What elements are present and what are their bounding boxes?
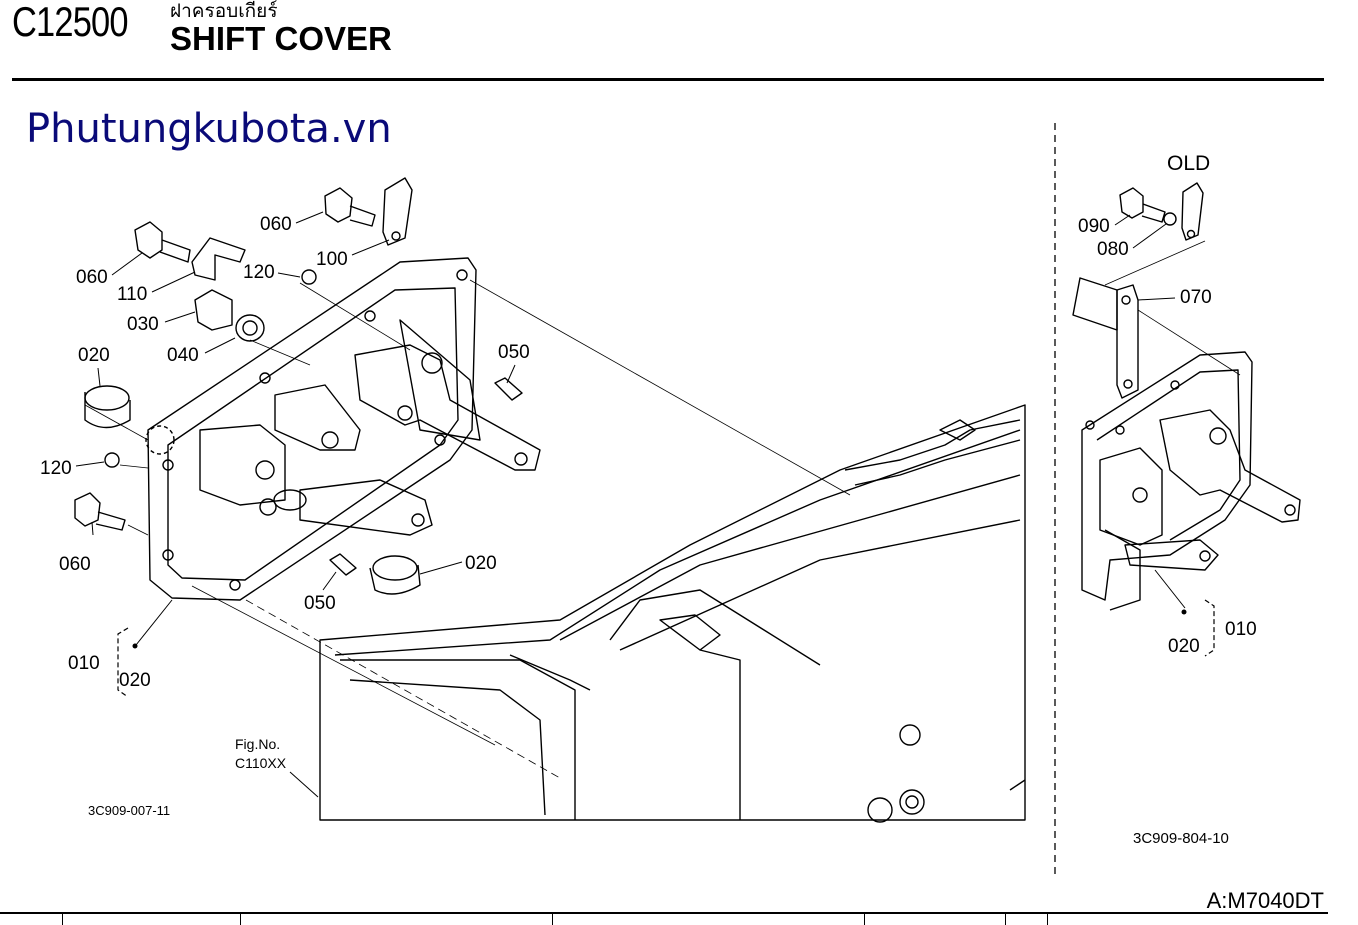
callout-bracket-main <box>117 627 129 698</box>
transmission-case <box>319 404 1026 821</box>
callout-050-upper: 050 <box>498 342 530 363</box>
table-column-divider <box>240 912 241 925</box>
callout-070: 070 <box>1180 287 1212 308</box>
shift-fork-middle <box>274 384 361 451</box>
plug-030 <box>194 289 233 331</box>
callout-090: 090 <box>1078 216 1110 237</box>
watermark: Phutungkubota.vn <box>26 106 392 152</box>
page-title: SHIFT COVER <box>170 20 392 57</box>
fig-ref-code: C110XX <box>235 755 287 771</box>
callout-020-old: 020 <box>1168 636 1200 657</box>
shift-fork-lower <box>199 424 286 506</box>
nut-120-lower <box>104 452 120 468</box>
callout-060-upper: 060 <box>76 267 108 288</box>
callout-labels-old: OLD 090 080 070 010 020 3C909-804-10 <box>1078 152 1257 847</box>
old-clamp <box>1181 182 1204 241</box>
callout-040: 040 <box>167 345 199 366</box>
old-assembly-drawing <box>1072 182 1301 611</box>
callout-020-upper: 020 <box>78 345 110 366</box>
callout-080: 080 <box>1097 239 1129 260</box>
callout-110: 110 <box>117 284 147 305</box>
bolt-060-upper <box>134 221 191 263</box>
main-assembly-drawing <box>74 177 1026 823</box>
callout-030: 030 <box>127 314 159 335</box>
callout-060-top: 060 <box>260 214 292 235</box>
title-thai: ฝาครอบเกียร์ <box>170 1 278 22</box>
case-boss <box>659 614 721 651</box>
callout-100: 100 <box>316 249 348 270</box>
pin-050-upper <box>494 377 523 401</box>
old-shift-fork-lower <box>1099 447 1163 546</box>
drawing-id-old: 3C909-804-10 <box>1133 830 1229 847</box>
callout-120-lower: 120 <box>40 458 72 479</box>
old-washer-080 <box>1163 212 1177 226</box>
callout-020-lower: 020 <box>465 553 497 574</box>
callout-020-set: 020 <box>119 670 151 691</box>
model-code: A:M7040DT <box>1206 888 1324 913</box>
bolt-060-lower <box>74 492 126 531</box>
pin-050-lower <box>329 553 357 576</box>
old-shift-fork-upper <box>1159 409 1301 523</box>
callout-010: 010 <box>68 653 100 674</box>
fig-ref-label: Fig.No. <box>235 736 280 752</box>
header-divider <box>12 78 1324 81</box>
callout-bracket-old <box>1204 599 1215 657</box>
callout-labels-main: 060 060 100 110 120 030 040 020 050 120 … <box>40 214 530 818</box>
drawing-id-main: 3C909-007-11 <box>88 803 170 818</box>
old-shift-cover-plate <box>1081 351 1253 601</box>
table-column-divider <box>1047 912 1048 925</box>
old-bolt-090 <box>1119 187 1144 219</box>
callout-050-lower: 050 <box>304 593 336 614</box>
table-column-divider <box>62 912 63 925</box>
table-column-divider <box>1005 912 1006 925</box>
bottom-table-rule <box>0 912 1328 914</box>
old-leader-lines <box>1104 214 1241 609</box>
old-plate-070 <box>1116 284 1139 399</box>
seal-040 <box>235 314 265 342</box>
figure-code: C12500 <box>12 0 129 45</box>
clip-110 <box>191 237 246 281</box>
bolt-060-top <box>324 187 376 227</box>
table-column-divider <box>552 912 553 925</box>
clamp-100 <box>382 177 413 246</box>
reference-dot-main <box>132 643 138 649</box>
old-view-label: OLD <box>1167 152 1210 175</box>
callout-120-upper: 120 <box>243 262 275 283</box>
nut-120-upper <box>301 269 317 285</box>
callout-060-lower: 060 <box>59 554 91 575</box>
reference-dot-old <box>1181 609 1187 615</box>
callout-010-old: 010 <box>1225 619 1257 640</box>
bushing-020-upper <box>84 392 131 429</box>
shift-cover-plate <box>147 257 477 601</box>
bushing-020-lower <box>369 564 421 595</box>
leader-lines <box>75 211 851 798</box>
shift-fork-upper <box>354 344 541 471</box>
table-column-divider <box>864 912 865 925</box>
